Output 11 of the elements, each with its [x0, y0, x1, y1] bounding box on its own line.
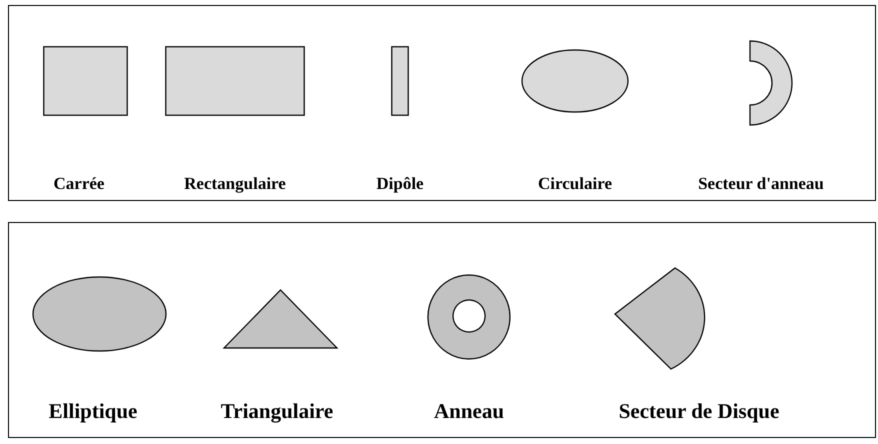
shape-label: Triangulaire	[220, 399, 334, 424]
shape-label: Rectangulaire	[183, 174, 287, 194]
panel-frame	[8, 222, 876, 438]
shape-label: Dipôle	[375, 174, 425, 194]
shape-label: Carrée	[52, 174, 106, 194]
shape-label: Anneau	[432, 399, 506, 424]
shape-label: Elliptique	[48, 399, 138, 424]
panel-frame	[8, 5, 876, 201]
shape-label: Secteur d'anneau	[697, 174, 825, 194]
shape-label: Secteur de Disque	[618, 399, 780, 424]
shape-label: Circulaire	[537, 174, 613, 194]
